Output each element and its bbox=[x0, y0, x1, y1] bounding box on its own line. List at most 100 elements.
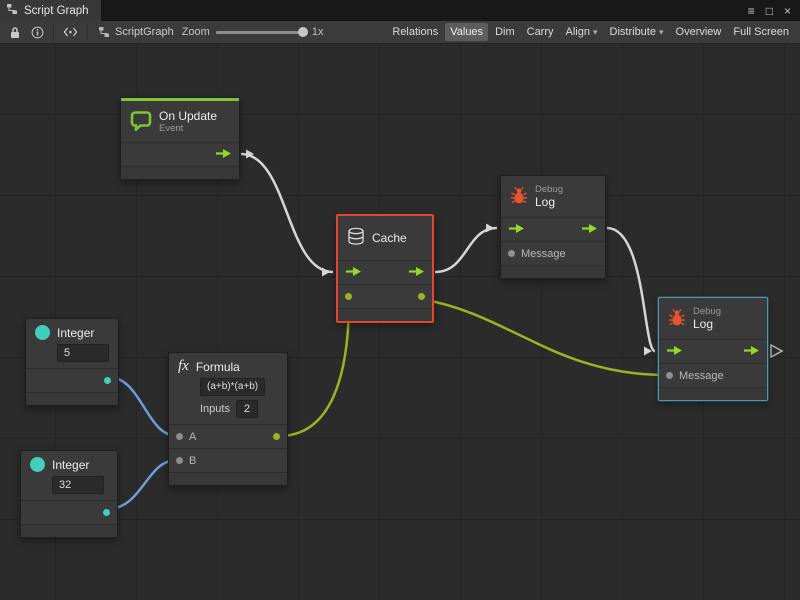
wire-arrow bbox=[486, 223, 494, 233]
value-output-port[interactable] bbox=[273, 433, 280, 440]
node-formula[interactable]: fx Formula (a+b)*(a+b) Inputs 2 A B bbox=[168, 352, 288, 486]
dim-button[interactable]: Dim bbox=[495, 26, 515, 38]
control-output-port[interactable] bbox=[743, 345, 760, 359]
zoom-slider-handle[interactable] bbox=[297, 26, 308, 37]
node-footer bbox=[501, 265, 605, 278]
graph-toolbar: ScriptGraph Zoom 1x Relations Values Dim… bbox=[0, 21, 800, 44]
wires-layer bbox=[106, 149, 784, 511]
wire-cache-to-debug-log[interactable] bbox=[434, 226, 498, 274]
control-input-port[interactable] bbox=[666, 345, 683, 359]
value-input-port[interactable] bbox=[666, 372, 673, 379]
port-label: A bbox=[189, 430, 197, 443]
graph-breadcrumb[interactable]: ScriptGraph bbox=[98, 26, 174, 38]
cache-database-icon bbox=[347, 227, 365, 249]
window-menu-icon[interactable]: ≡ bbox=[747, 3, 755, 18]
value-output-port[interactable] bbox=[103, 509, 110, 516]
node-footer bbox=[121, 166, 239, 179]
node-debug-log-1[interactable]: Debug Log Message bbox=[500, 175, 606, 279]
flow-arrow-icon bbox=[509, 223, 524, 233]
port-label: B bbox=[189, 454, 197, 467]
event-accent-bar bbox=[121, 98, 239, 101]
toolbar-separator bbox=[87, 25, 88, 39]
node-integer-1[interactable]: Integer 5 bbox=[25, 318, 119, 406]
on-update-event-icon bbox=[130, 110, 152, 134]
port-label: Message bbox=[679, 369, 724, 382]
graph-icon bbox=[6, 3, 18, 18]
align-button[interactable]: Align▾ bbox=[565, 26, 598, 38]
wire-debug-log-to-debug-log-2[interactable] bbox=[606, 226, 657, 353]
node-debug-log-2[interactable]: Debug Log Message bbox=[658, 297, 768, 401]
bug-icon bbox=[668, 308, 686, 330]
integer-type-icon bbox=[35, 325, 50, 340]
graph-canvas[interactable]: On Update Event Cache bbox=[0, 44, 800, 600]
window-titlebar: Script Graph ≡ □ × bbox=[0, 0, 800, 21]
values-button[interactable]: Values bbox=[445, 23, 489, 41]
carry-arrow-icon bbox=[770, 343, 784, 359]
graph-name: ScriptGraph bbox=[115, 26, 174, 38]
flow-arrow-icon bbox=[216, 148, 231, 158]
flow-arrow-icon bbox=[582, 223, 597, 233]
wire-arrow bbox=[322, 267, 330, 277]
value-output-port[interactable] bbox=[104, 377, 111, 384]
node-title: Log bbox=[535, 195, 556, 209]
zoom-value: 1x bbox=[311, 26, 324, 38]
wire-on-update-to-cache[interactable] bbox=[240, 152, 334, 274]
node-title: Log bbox=[693, 317, 714, 331]
node-footer bbox=[169, 472, 287, 485]
value-input-port-b[interactable] bbox=[176, 457, 183, 464]
node-title: Cache bbox=[372, 231, 407, 245]
flow-arrow-icon bbox=[346, 266, 361, 276]
formula-expression-field[interactable]: (a+b)*(a+b) bbox=[200, 378, 266, 396]
flow-arrow-icon bbox=[667, 345, 682, 355]
integer-value-field[interactable]: 5 bbox=[57, 344, 109, 362]
distribute-button[interactable]: Distribute▾ bbox=[609, 26, 664, 38]
control-output-port[interactable] bbox=[215, 148, 232, 162]
info-button[interactable] bbox=[26, 24, 49, 41]
wire-arrow bbox=[644, 346, 652, 356]
formula-fx-icon: fx bbox=[178, 358, 189, 374]
node-footer bbox=[659, 387, 767, 400]
node-title: Formula bbox=[195, 359, 240, 374]
overview-button[interactable]: Overview bbox=[675, 26, 722, 38]
close-icon[interactable]: × bbox=[783, 3, 791, 18]
flow-arrow-icon bbox=[409, 266, 424, 276]
bug-icon bbox=[510, 186, 528, 208]
flow-arrow-icon bbox=[744, 345, 759, 355]
value-output-port[interactable] bbox=[418, 293, 425, 300]
control-output-port[interactable] bbox=[581, 223, 598, 237]
wire-arrow bbox=[246, 149, 254, 159]
value-input-port[interactable] bbox=[345, 293, 352, 300]
node-category: Debug bbox=[693, 306, 721, 317]
maximize-icon[interactable]: □ bbox=[765, 3, 773, 18]
node-title: Integer bbox=[57, 325, 95, 340]
zoom-slider-fill bbox=[215, 30, 306, 34]
control-output-port[interactable] bbox=[408, 266, 425, 280]
wire-cache-to-debug-log-2-message[interactable] bbox=[420, 297, 667, 377]
value-input-port-a[interactable] bbox=[176, 433, 183, 440]
control-input-port[interactable] bbox=[508, 223, 525, 237]
zoom-slider[interactable] bbox=[215, 26, 308, 37]
port-label: Message bbox=[521, 247, 566, 260]
formula-inputs-label: Inputs bbox=[200, 403, 230, 415]
integer-value-field[interactable]: 32 bbox=[52, 476, 104, 494]
control-input-port[interactable] bbox=[345, 266, 362, 280]
fullscreen-button[interactable]: Full Screen bbox=[733, 26, 789, 38]
node-on-update[interactable]: On Update Event bbox=[120, 97, 240, 180]
relations-button[interactable]: Relations bbox=[392, 26, 439, 38]
node-integer-2[interactable]: Integer 32 bbox=[20, 450, 118, 538]
node-footer bbox=[26, 392, 118, 405]
node-title: On Update bbox=[159, 109, 218, 123]
tab-title: Script Graph bbox=[24, 4, 89, 17]
node-category: Debug bbox=[535, 184, 563, 195]
node-subtitle: Event bbox=[159, 123, 184, 134]
lock-button[interactable] bbox=[4, 24, 26, 41]
carry-button[interactable]: Carry bbox=[526, 26, 554, 38]
value-input-port[interactable] bbox=[508, 250, 515, 257]
formula-inputs-field[interactable]: 2 bbox=[235, 400, 258, 418]
chevron-down-icon: ▾ bbox=[592, 26, 598, 37]
tab-script-graph[interactable]: Script Graph bbox=[0, 0, 101, 21]
node-cache[interactable]: Cache bbox=[336, 214, 434, 323]
chevron-down-icon: ▾ bbox=[658, 26, 664, 37]
wire-formula-to-cache[interactable] bbox=[278, 298, 351, 438]
code-port-button[interactable] bbox=[58, 24, 83, 40]
